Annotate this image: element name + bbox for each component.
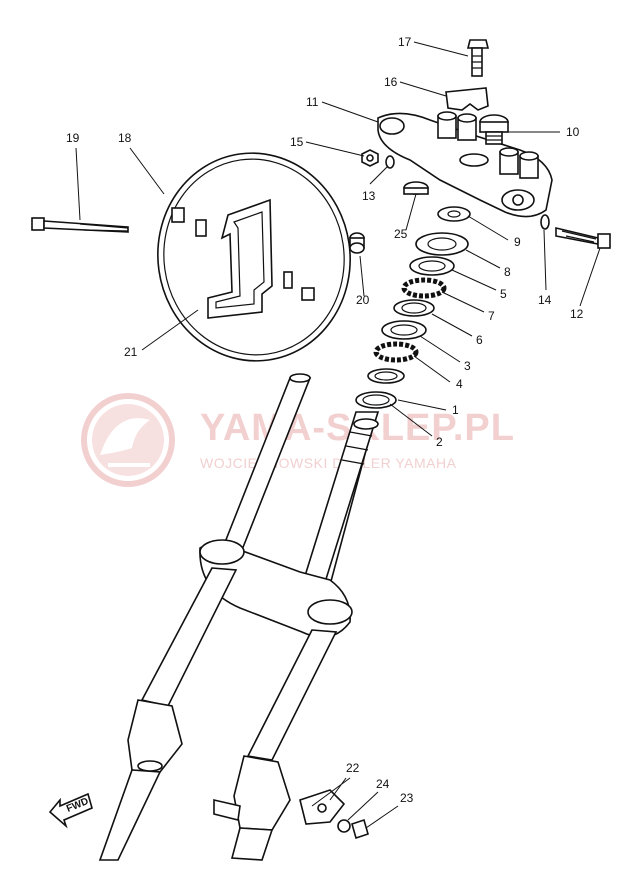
small-nut: [361, 149, 379, 167]
washer: [385, 155, 395, 169]
callout-18: 18: [118, 131, 132, 145]
fwd-arrow: FWD: [48, 792, 93, 829]
callout-10: 10: [566, 125, 580, 139]
callout-12: 12: [570, 307, 584, 321]
pinch-bolt: [555, 226, 611, 249]
spacer: [349, 232, 365, 254]
callout-1: 1: [452, 403, 459, 417]
ring-nut-upper: [403, 181, 429, 195]
callout-22: 22: [346, 761, 360, 775]
plate-clip: [195, 219, 207, 237]
guide-washer: [337, 819, 351, 833]
callout-6: 6: [476, 333, 483, 347]
upper-bracket: [377, 111, 553, 218]
callout-4: 4: [456, 377, 463, 391]
stem-nut: [479, 114, 509, 145]
callout-11: 11: [306, 95, 319, 109]
dust-seal: [355, 391, 397, 409]
leader-lines: [75, 41, 601, 829]
callout-23: 23: [400, 791, 414, 805]
callout-21: 21: [124, 345, 138, 359]
plate-clip: [301, 287, 315, 301]
bearing-race-upper: [409, 256, 455, 276]
bearing-cover: [415, 232, 469, 256]
callout-5: 5: [500, 287, 507, 301]
callout-9: 9: [514, 235, 521, 249]
callout-20: 20: [356, 293, 370, 307]
callout-7: 7: [488, 309, 495, 323]
callout-16: 16: [384, 75, 398, 89]
handlebar-holder: [445, 87, 489, 111]
plate-clip: [171, 207, 185, 223]
plate-clip: [283, 271, 293, 289]
ball-bearing-lower: [373, 341, 419, 363]
callout-2: 2: [436, 435, 443, 449]
long-bolt: [31, 217, 129, 233]
ball-bearing-upper: [401, 277, 447, 299]
callout-15: 15: [290, 135, 304, 149]
callout-13: 13: [362, 189, 376, 203]
bearing-race-middle: [393, 299, 435, 317]
holder-bolt: [466, 39, 490, 77]
lock-washer-9: [437, 206, 471, 222]
ball-race: [367, 368, 405, 384]
callout-17: 17: [398, 35, 412, 49]
callout-8: 8: [504, 265, 511, 279]
callout-24: 24: [376, 777, 390, 791]
bearing-race-lower: [381, 320, 427, 340]
callout-3: 3: [464, 359, 471, 373]
watermark-logo: [81, 393, 175, 487]
cable-guide: [299, 789, 346, 825]
front-fork: [98, 373, 380, 861]
watermark-subtitle: WOJCIECHOWSKI DEALER YAMAHA: [200, 455, 457, 471]
callout-25: 25: [394, 227, 408, 241]
callout-14: 14: [538, 293, 552, 307]
callout-19: 19: [66, 131, 80, 145]
number-plate: [157, 152, 351, 362]
lock-washer: [540, 214, 550, 230]
callout-labels: 17 16 11 10 15 13 25 9 8 5 7 6 3 4 1 2 1…: [66, 35, 584, 805]
watermark: YAMA-SKLEP.PL WOJCIECHOWSKI DEALER YAMAH…: [81, 393, 514, 487]
guide-bolt: [351, 818, 369, 840]
